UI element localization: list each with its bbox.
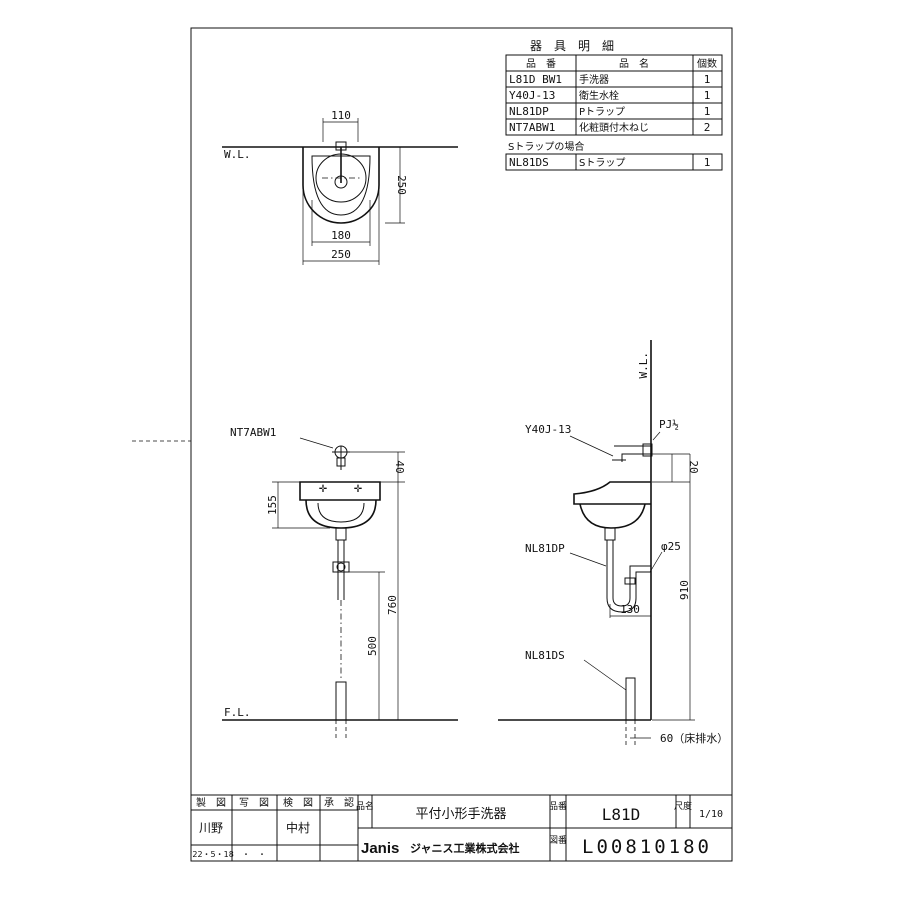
number-label: 品番 — [549, 800, 567, 812]
svg-text:✛: ✛ — [354, 484, 363, 495]
side-view: W.L. Y40J-13 PJ½ 20 NL81DP φ25 130 91 — [498, 340, 728, 745]
row-qty: 1 — [704, 73, 711, 86]
drafter-name: 川野 — [199, 821, 223, 835]
dim-250-width: 250 — [331, 248, 351, 261]
faucet-label: Y40J-13 — [525, 423, 571, 436]
s-trap — [625, 677, 636, 721]
wl-label: W.L. — [224, 148, 251, 161]
row-qty: 2 — [704, 121, 711, 134]
row-code: NL81DP — [509, 105, 549, 118]
dim-130: 130 — [620, 603, 640, 616]
company-name: ジャニス工業株式会社 — [410, 841, 519, 855]
parts-table: 器 具 明 細 品 番 品 名 個数 L81D BW1 手洗器 1 Y40J-1… — [505, 39, 723, 171]
dim-250-depth: 250 — [395, 175, 408, 195]
dim-760: 760 — [386, 595, 399, 615]
product-name: 平付小形手洗器 — [415, 807, 506, 822]
header-checked: 検 図 — [283, 796, 313, 809]
product-number: L81D — [602, 805, 641, 824]
row-name: 衛生水栓 — [579, 89, 619, 102]
plan-view: W.L. 110 250 180 250 — [222, 109, 458, 265]
faucet — [614, 445, 652, 462]
side-wl-label: W.L. — [637, 352, 650, 379]
drawing-number: L00810180 — [582, 836, 712, 858]
basin-inner — [311, 155, 371, 216]
row-code: Y40J-13 — [509, 89, 555, 102]
dim-910: 910 — [678, 580, 691, 600]
drawing-label: 図番 — [549, 834, 567, 846]
dim-500: 500 — [366, 636, 379, 656]
basin-front-bowl — [305, 499, 377, 529]
row-qty: 1 — [704, 105, 711, 118]
scale-label: 尺度 — [674, 800, 692, 812]
row-code: L81D BW1 — [509, 73, 562, 86]
name-label: 品名 — [356, 800, 374, 812]
draft-date: '22・5・18 — [190, 850, 234, 859]
dim-180: 180 — [331, 229, 351, 242]
company-logo: Janis — [361, 840, 399, 857]
header-drafted: 製 図 — [196, 796, 226, 809]
row-code: NT7ABW1 — [509, 121, 555, 134]
dim-60: 60（床排水） — [660, 731, 728, 745]
row-code: NL81DS — [509, 156, 549, 169]
screw-label: NT7ABW1 — [230, 426, 276, 439]
date-blank: ・ ・ — [242, 850, 266, 859]
dim-155: 155 — [266, 495, 279, 515]
header-name: 品 名 — [619, 57, 649, 70]
checker-name: 中村 — [286, 820, 310, 835]
svg-text:✛: ✛ — [319, 484, 328, 495]
dia-label: φ25 — [661, 540, 681, 553]
parts-table-title: 器 具 明 細 — [530, 39, 614, 53]
row-name: Pトラップ — [579, 106, 625, 118]
header-traced: 写 図 — [239, 797, 269, 809]
row-name: 手洗器 — [579, 73, 609, 86]
basin-outline — [302, 147, 380, 224]
header-code: 品 番 — [526, 58, 556, 70]
dim-110: 110 — [331, 109, 351, 122]
strap-label: NL81DS — [525, 649, 565, 662]
sheet-border — [190, 27, 733, 862]
fl-label: F.L. — [224, 706, 251, 719]
dim-20: 20 — [687, 460, 700, 473]
front-view: F.L. NT7ABW1 ✛ ✛ 40 155 76 — [222, 426, 458, 740]
ptrap-label: NL81DP — [525, 542, 565, 555]
p-trap — [606, 540, 651, 613]
row-name: 化粧頭付木ねじ — [579, 121, 649, 134]
dim-40: 40 — [393, 460, 406, 473]
row-qty: 1 — [704, 89, 711, 102]
header-qty: 個数 — [697, 57, 717, 70]
pj-label: PJ½ — [659, 418, 679, 431]
basin-side — [573, 481, 651, 505]
row-qty: 1 — [704, 156, 711, 169]
scale-value: 1/10 — [699, 809, 723, 820]
floor-drain — [335, 681, 347, 721]
header-approved: 承 認 — [324, 796, 354, 809]
title-block: 製 図 写 図 検 図 承 認 川野 中村 '22・5・18 ・ ・ 品名 平付… — [190, 794, 732, 861]
basin-front-rim — [299, 481, 381, 501]
row-name: Sトラップ — [579, 157, 625, 169]
s-trap-note: Sトラップの場合 — [508, 140, 584, 153]
